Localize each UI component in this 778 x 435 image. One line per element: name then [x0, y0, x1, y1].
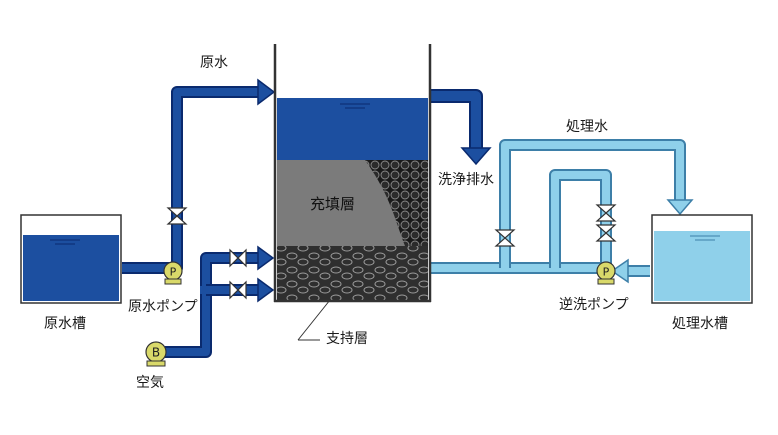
pump-p-label: P: [170, 266, 177, 279]
raw-water-pump[interactable]: P: [163, 261, 183, 285]
wash-drain-arrow: [460, 147, 492, 166]
support-layer-leader: [297, 299, 331, 341]
support-layer: [277, 246, 428, 300]
treated-water-label: 処理水: [566, 119, 608, 135]
wash-drain-pipe: [430, 89, 492, 166]
air-label: 空気: [136, 375, 164, 391]
air-arrow-upper: [257, 245, 275, 271]
treated-water-arrow: [666, 199, 694, 216]
backwash-pump-label: 逆洗ポンプ: [559, 297, 629, 313]
air-blower[interactable]: B: [145, 341, 167, 367]
treated-water-tank-label: 処理水槽: [672, 316, 728, 332]
raw-water-pipe: [122, 78, 276, 274]
wash-drain-label: 洗浄排水: [438, 172, 494, 188]
raw-water-pump-label: 原水ポンプ: [128, 299, 198, 315]
support-layer-label: 支持層: [326, 331, 368, 347]
valve-backwash[interactable]: [595, 204, 617, 242]
blower-b-label: B: [152, 346, 160, 360]
valve-air-lower[interactable]: [229, 280, 247, 300]
valve-raw-water[interactable]: [166, 207, 188, 225]
raw-water-label: 原水: [200, 55, 228, 71]
backwash-arrow: [610, 258, 629, 284]
pump-p-label: P: [603, 266, 610, 279]
treated-water-tank: [651, 214, 753, 304]
filter-column: [273, 44, 432, 303]
raw-water-arrow: [257, 78, 276, 106]
valve-treated-water[interactable]: [494, 229, 516, 247]
filter-media-beads: [365, 160, 428, 246]
air-arrow-lower: [257, 277, 275, 303]
water-layer: [277, 98, 428, 160]
raw-water-tank: [20, 214, 122, 304]
raw-water-tank-label: 原水槽: [44, 316, 86, 332]
backwash-pump[interactable]: P: [596, 261, 616, 285]
packed-layer-label: 充填層: [310, 195, 356, 213]
valve-air-upper[interactable]: [229, 248, 247, 268]
